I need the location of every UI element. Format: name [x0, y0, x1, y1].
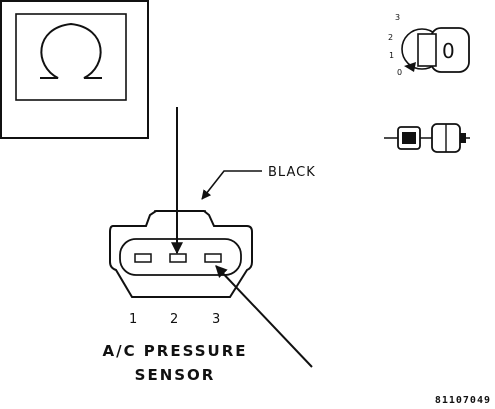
ign-pos-0: 0: [397, 68, 402, 77]
pin-label-1: 1: [129, 312, 137, 327]
connector-disconnected-icon: [384, 123, 470, 153]
figure-code: 81107049: [435, 395, 491, 406]
terminal-1: [134, 253, 152, 263]
ign-pos-2: 2: [388, 33, 393, 42]
ignition-key-icon: 3 2 1 0 0: [388, 13, 470, 77]
component-label-line1: A/C PRESSURE: [102, 342, 247, 360]
ign-pos-1: 1: [389, 51, 394, 60]
component-label-line2: SENSOR: [135, 366, 216, 384]
pin-label-2: 2: [170, 312, 178, 327]
ign-pos-3: 3: [395, 13, 400, 22]
black-wire-callout: BLACK: [201, 165, 316, 200]
pin-label-3: 3: [212, 312, 220, 327]
black-label: BLACK: [268, 165, 316, 180]
key-position-text: 0: [442, 39, 455, 63]
terminal-3: [204, 253, 222, 263]
ohmmeter-icon: Ω: [0, 0, 149, 139]
probe-lead-pin-3: [215, 265, 313, 368]
ac-pressure-sensor-connector: [109, 210, 253, 298]
